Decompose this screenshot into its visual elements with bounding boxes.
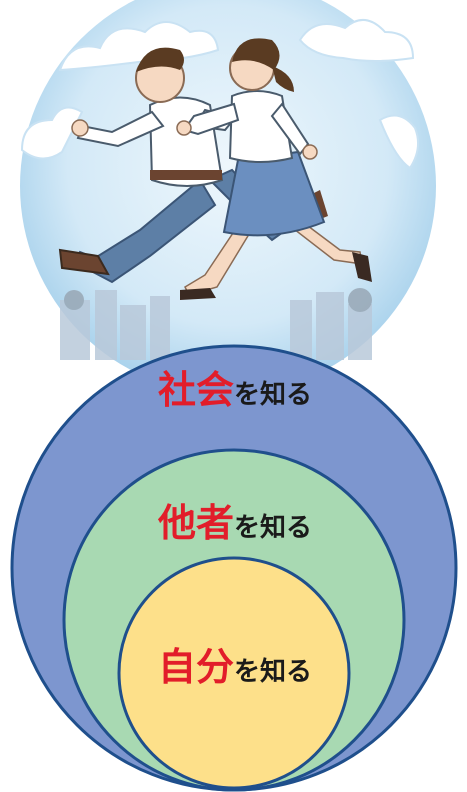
others-label: 他者を知る [157, 501, 312, 545]
clouds [20, 19, 420, 170]
others-suffix: を知る [234, 513, 312, 543]
self-circle [117, 556, 351, 790]
society-suffix: を知る [234, 380, 312, 410]
businesswoman [176, 38, 372, 300]
society-emphasis: 社会 [158, 368, 234, 412]
self-suffix: を知る [234, 657, 312, 687]
society-label: 社会を知る [158, 368, 312, 412]
others-emphasis: 他者 [157, 501, 234, 545]
running-people-illustration [20, 0, 436, 394]
self-emphasis: 自分 [158, 645, 234, 689]
city-silhouette [60, 288, 372, 360]
self-label: 自分を知る [158, 645, 312, 689]
knowledge-circles: 社会を知る 他者を知る 自分を知る [10, 344, 458, 792]
